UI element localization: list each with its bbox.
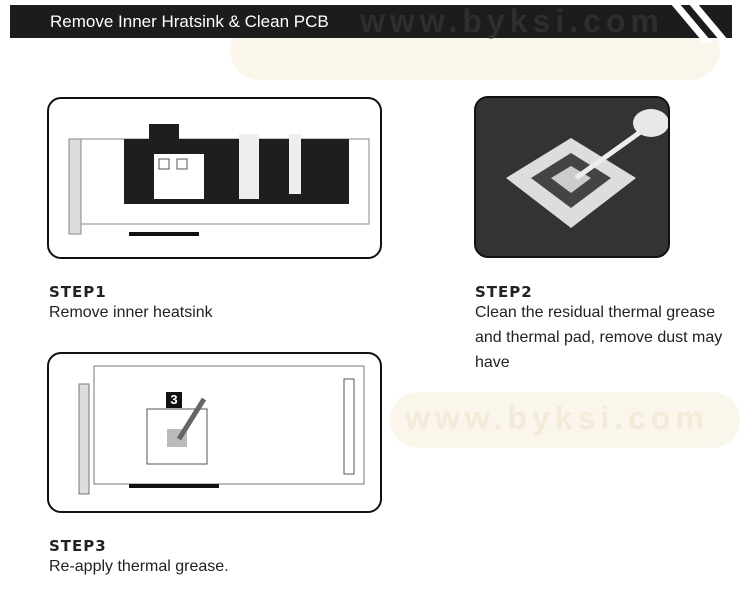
page-title: Remove Inner Hratsink & Clean PCB: [50, 12, 329, 31]
header-end: [732, 5, 744, 38]
step3-image: 3: [47, 352, 382, 513]
step2-image: [474, 96, 670, 258]
step1-description: Remove inner heatsink: [49, 304, 213, 321]
step3-description: Re-apply thermal grease.: [49, 558, 229, 575]
step-number-badge: 3: [166, 392, 182, 408]
section-header: Remove Inner Hratsink & Clean PCB www.by…: [10, 1, 744, 43]
step1-label: STEP1: [49, 283, 107, 301]
step3-label: STEP3: [49, 537, 107, 555]
watermark-text: www.byksi.com: [405, 400, 709, 436]
watermark-text: www.byksi.com: [360, 3, 664, 39]
gpu-cleaning-photo: [476, 98, 668, 256]
pcb-heatsink-illustration: [68, 124, 370, 236]
step2-description: Clean the residual thermal grease and th…: [475, 304, 723, 371]
pcb-thermal-grease-illustration: [78, 365, 365, 495]
step1-image: [47, 97, 382, 259]
watermark-band: [390, 392, 740, 448]
step2-label: STEP2: [475, 283, 533, 301]
